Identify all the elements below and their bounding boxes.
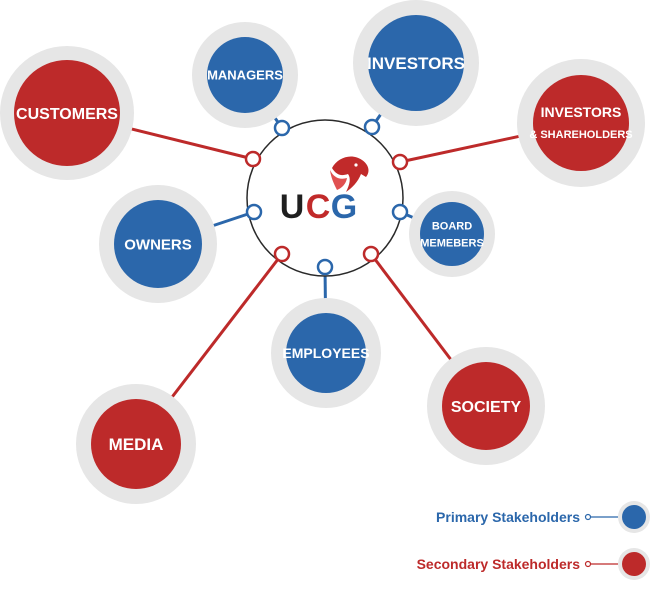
legend-swatch <box>622 505 646 529</box>
society-circle <box>442 362 530 450</box>
node-managers[interactable]: MANAGERS <box>192 22 298 128</box>
owners-connector-dot <box>245 203 263 221</box>
legend-label: Primary Stakeholders <box>436 509 580 525</box>
board-members-circle <box>420 202 484 266</box>
investors-shareholders-connector-dot <box>391 153 409 171</box>
investors-label: INVESTORS <box>367 54 465 73</box>
employees-connector-dot <box>316 258 334 276</box>
node-society[interactable]: SOCIETY <box>427 347 545 465</box>
customers-connector-dot <box>244 150 262 168</box>
investors-circle <box>368 15 464 111</box>
legend-label: Secondary Stakeholders <box>417 556 581 572</box>
investors-shareholders-circle <box>533 75 629 171</box>
managers-circle <box>207 37 283 113</box>
logo-letter: U <box>280 188 305 226</box>
logo-letter: C <box>306 188 331 226</box>
investors-shareholders-label: INVESTORS <box>541 104 622 120</box>
node-investors-shareholders[interactable]: INVESTORS & SHAREHOLDERS <box>517 59 645 187</box>
customers-circle <box>14 60 120 166</box>
investors-shareholders-label: & SHAREHOLDERS <box>529 129 632 141</box>
customers-label: CUSTOMERS <box>16 106 118 123</box>
node-board-members[interactable]: BOARD MEMEBERS <box>409 191 495 277</box>
node-customers[interactable]: CUSTOMERS <box>0 46 134 180</box>
node-employees[interactable]: EMPLOYEES <box>271 298 381 408</box>
managers-label: MANAGERS <box>207 68 283 83</box>
employees-label: EMPLOYEES <box>282 345 369 361</box>
owners-circle <box>114 200 202 288</box>
society-label: SOCIETY <box>451 399 522 416</box>
board-members-label: MEMEBERS <box>420 237 484 249</box>
owners-label: OWNERS <box>124 236 192 253</box>
board-members-label: BOARD <box>432 220 472 232</box>
legend-swatch <box>622 552 646 576</box>
media-label: MEDIA <box>109 435 164 454</box>
managers-connector-dot <box>273 119 291 137</box>
board-members-connector-dot <box>391 203 409 221</box>
media-connector-dot <box>273 245 291 263</box>
hub-circle <box>246 119 404 277</box>
legend-secondary: Secondary Stakeholders <box>417 548 650 580</box>
node-media[interactable]: MEDIA <box>76 384 196 504</box>
legend-primary: Primary Stakeholders <box>436 501 650 533</box>
node-investors[interactable]: INVESTORS <box>353 0 479 126</box>
media-circle <box>91 399 181 489</box>
logo-letter: G <box>331 188 357 226</box>
investors-connector-dot <box>363 118 381 136</box>
employees-circle <box>286 313 366 393</box>
node-owners[interactable]: OWNERS <box>99 185 217 303</box>
society-connector-dot <box>362 245 380 263</box>
eagle-head-icon <box>330 156 369 192</box>
